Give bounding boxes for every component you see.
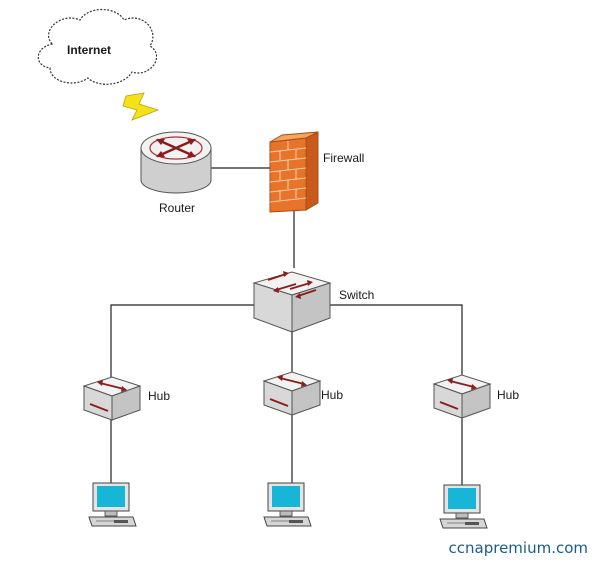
computer-icon [88,482,137,527]
hub-icon [262,371,322,416]
internet-cloud: Internet [37,8,158,85]
hub-3-label: Hub [497,388,519,402]
hub-1-label: Hub [148,389,170,403]
computer-icon [439,484,488,529]
switch-hub1-link [110,304,256,378]
connections [110,167,463,485]
hub-icon [82,376,142,421]
firewall-label: Firewall [323,151,364,165]
switch-label: Switch [339,288,374,302]
lightning-bolt-icon [122,92,160,121]
switch-hub3-link [330,304,463,376]
firewall-icon [269,131,319,213]
router-icon [140,131,212,194]
computer-icon [263,482,312,527]
switch-icon [252,271,332,333]
watermark-text: ccnapremium.com [449,539,588,557]
internet-label: Internet [67,43,111,57]
hub-2-label: Hub [321,388,343,402]
hub-icon [432,374,492,419]
router-label: Router [159,201,195,215]
